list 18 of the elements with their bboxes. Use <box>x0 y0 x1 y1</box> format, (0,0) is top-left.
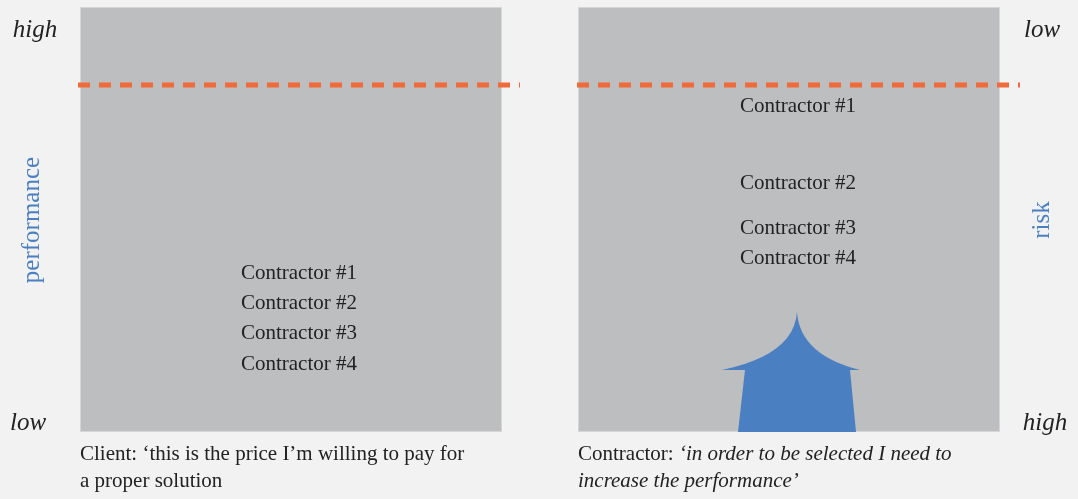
axis-label: low <box>1023 15 1061 41</box>
axis-label: high <box>1022 408 1068 434</box>
contractor-label: Contractor #3 <box>739 216 857 238</box>
contractor-label: Contractor #3 <box>240 321 358 343</box>
axis-label: low <box>9 408 47 434</box>
contractor-label: Contractor #1 <box>739 94 857 116</box>
chart-panel <box>80 7 502 432</box>
contractor-label: Contractor #2 <box>739 171 857 193</box>
axis-title: performance <box>17 156 43 284</box>
chart-panel <box>578 7 1000 432</box>
contractor-label: Contractor #4 <box>739 246 857 268</box>
caption-text: Client: ‘this is the price I’m willing to pay for a proper solution <box>80 440 466 494</box>
axis-title: risk <box>1027 201 1053 239</box>
contractor-label: Contractor #1 <box>240 261 358 283</box>
contractor-label: Contractor #2 <box>240 291 358 313</box>
contractor-label: Contractor #4 <box>240 352 358 374</box>
axis-label: high <box>12 15 58 41</box>
caption-text: Contractor: ‘in order to be selected I need to increase the performance’ <box>578 440 953 494</box>
